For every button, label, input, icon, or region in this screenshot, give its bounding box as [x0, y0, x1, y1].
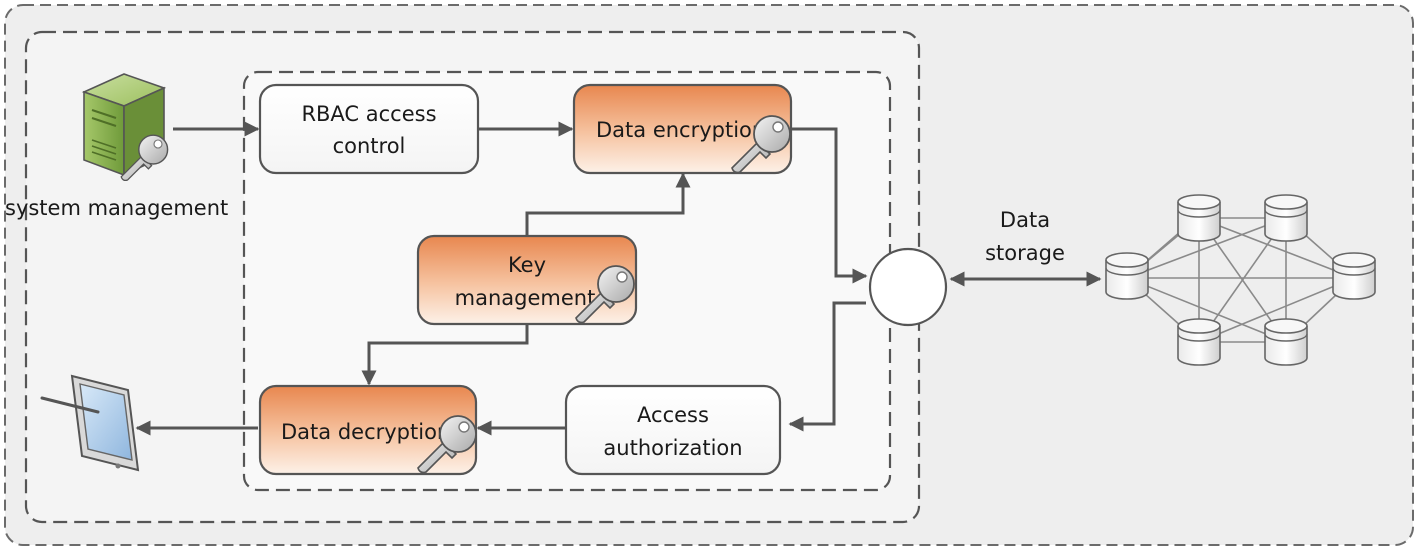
database-icon: [1264, 318, 1308, 366]
database-icon: [1177, 318, 1221, 366]
system-management-label: system management: [5, 196, 228, 220]
data-decryption-box: Data decryption: [258, 384, 478, 476]
server-icon: [81, 73, 169, 182]
decryption-label: Data decryption: [281, 420, 450, 444]
arrow-hub-to-authorization: [788, 301, 866, 432]
database-icon: [1264, 194, 1308, 242]
rbac-label-line2: control: [333, 134, 406, 158]
arrow-encryption-to-hub: [792, 127, 868, 284]
data-encryption-box: Data encryption: [572, 83, 793, 175]
authorization-label-line2: authorization: [603, 436, 742, 460]
database-network: [1105, 194, 1376, 366]
key-management-box: Key management: [416, 234, 638, 326]
database-icon: [1177, 194, 1221, 242]
hub-node: [868, 247, 948, 327]
access-authorization-box: Access authorization: [564, 384, 782, 476]
storage-label-line2: storage: [985, 241, 1065, 265]
arrow-key-to-encryption: [525, 172, 691, 236]
database-icon: [1105, 252, 1149, 300]
arrow-key-to-decryption: [361, 324, 529, 386]
key-management-label-line2: management: [455, 286, 596, 310]
storage-label-line1: Data: [1000, 208, 1050, 232]
encryption-label: Data encryption: [596, 118, 765, 142]
rbac-access-control-box: RBAC access control: [258, 83, 480, 175]
key-management-label-line1: Key: [508, 253, 546, 277]
authorization-label-line1: Access: [637, 403, 709, 427]
database-icon: [1332, 252, 1376, 300]
rbac-label-line1: RBAC access: [301, 102, 436, 126]
tablet-icon: [40, 374, 140, 472]
connectors: [135, 121, 1102, 436]
